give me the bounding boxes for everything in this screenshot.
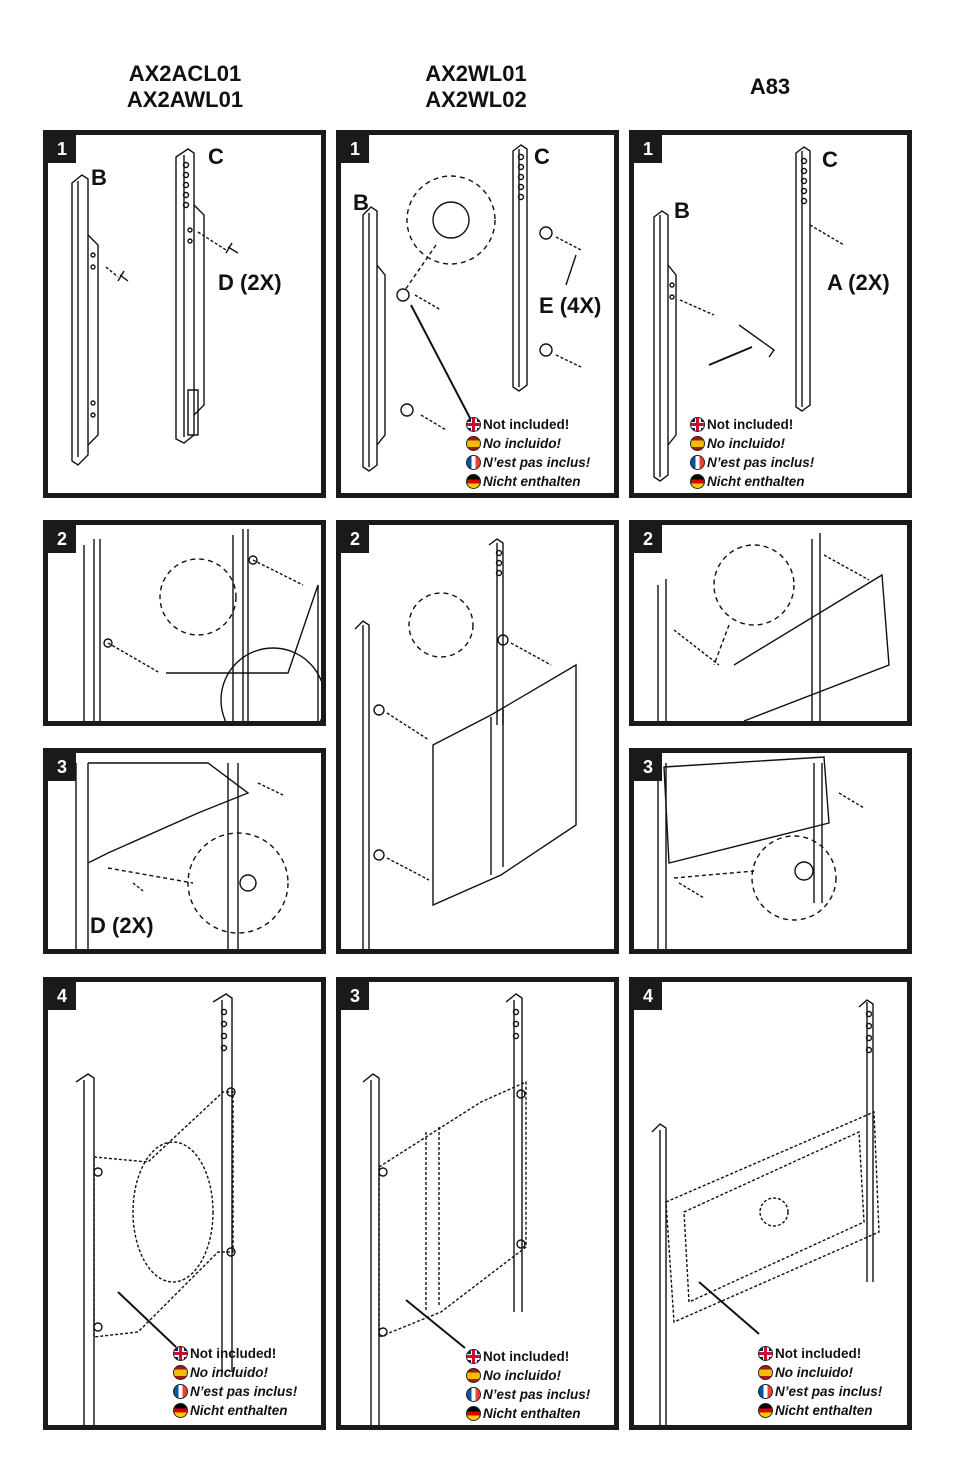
note-de: Nicht enthalten	[483, 1406, 581, 1421]
note-es: No incluido!	[483, 436, 561, 451]
panel-col1-step3: 3 D (2X)	[43, 748, 326, 954]
label-a-2x: A (2X)	[827, 270, 890, 295]
step-number: 2	[48, 525, 76, 553]
model-ax2wl02: AX2WL02	[425, 87, 527, 112]
note-es: No incluido!	[775, 1365, 853, 1380]
spain-flag-icon	[466, 1368, 481, 1383]
plate-attach-drawing	[354, 538, 577, 949]
model-ax2acl01: AX2ACL01	[128, 61, 242, 86]
panel-col1-step2: 2	[43, 520, 326, 726]
not-included-note: Not included! No incluido! N’est pas inc…	[173, 1344, 297, 1420]
note-de: Nicht enthalten	[483, 474, 581, 489]
spain-flag-icon	[173, 1365, 188, 1380]
step-number: 3	[48, 753, 76, 781]
label-c: C	[534, 144, 550, 169]
panel-col1-step4: 4 Not included! No incluido! N’est pas i…	[43, 977, 326, 1430]
screw-fasten-drawing	[75, 762, 289, 949]
uk-flag-icon	[690, 417, 705, 432]
note-es: No incluido!	[707, 436, 785, 451]
label-c: C	[822, 147, 838, 172]
screw-fasten-drawing	[657, 756, 865, 949]
bracket-assembly-drawing	[362, 144, 582, 472]
france-flag-icon	[466, 1387, 481, 1402]
germany-flag-icon	[173, 1403, 188, 1418]
germany-flag-icon	[466, 1406, 481, 1421]
note-en: Not included!	[483, 1349, 570, 1364]
not-included-note: Not included! No incluido! N’est pas inc…	[690, 415, 814, 491]
spain-flag-icon	[690, 436, 705, 451]
label-e-4x: E (4X)	[539, 293, 602, 318]
note-fr: N’est pas inclus!	[707, 455, 815, 470]
final-assembly-drawing	[651, 999, 880, 1425]
uk-flag-icon	[466, 417, 481, 432]
germany-flag-icon	[758, 1403, 773, 1418]
model-ax2wl01: AX2WL01	[425, 61, 527, 86]
label-b: B	[353, 190, 369, 215]
label-b: B	[91, 165, 107, 190]
step-number: 1	[48, 135, 76, 163]
label-c: C	[208, 144, 224, 169]
france-flag-icon	[758, 1384, 773, 1399]
panel-col2-step1: 1 B C E (4X) Not included! No incluido! …	[336, 130, 619, 498]
step-number: 1	[341, 135, 369, 163]
bracket-assembly-drawing	[653, 146, 845, 482]
step-number: 1	[634, 135, 662, 163]
note-de: Nicht enthalten	[707, 474, 805, 489]
header-col1: AX2ACL01 AX2AWL01	[105, 61, 265, 113]
label-d-2x: D (2X)	[218, 270, 282, 295]
france-flag-icon	[466, 455, 481, 470]
note-en: Not included!	[190, 1346, 277, 1361]
panel-col3-step3: 3	[629, 748, 912, 954]
germany-flag-icon	[690, 474, 705, 489]
not-included-note: Not included! No incluido! N’est pas inc…	[466, 1347, 590, 1423]
uk-flag-icon	[466, 1349, 481, 1364]
germany-flag-icon	[466, 474, 481, 489]
model-a83: A83	[749, 74, 791, 99]
step-number: 2	[634, 525, 662, 553]
note-en: Not included!	[483, 417, 570, 432]
uk-flag-icon	[758, 1346, 773, 1361]
label-b: B	[674, 198, 690, 223]
not-included-note: Not included! No incluido! N’est pas inc…	[466, 415, 590, 491]
france-flag-icon	[173, 1384, 188, 1399]
spain-flag-icon	[466, 436, 481, 451]
panel-col3-step2: 2	[629, 520, 912, 726]
plate-attach-drawing	[83, 529, 321, 721]
uk-flag-icon	[173, 1346, 188, 1361]
panel-col1-step1: 1 B C D (2X)	[43, 130, 326, 498]
step-number: 3	[341, 982, 369, 1010]
header-col3: A83	[700, 74, 840, 100]
plate-attach-drawing	[657, 533, 890, 721]
final-assembly-drawing	[75, 993, 236, 1425]
note-en: Not included!	[775, 1346, 862, 1361]
panel-col2-step2: 2	[336, 520, 619, 954]
final-assembly-drawing	[362, 993, 527, 1425]
france-flag-icon	[690, 455, 705, 470]
panel-col3-step4: 4 Not included! No incluido! N’est pas i…	[629, 977, 912, 1430]
note-fr: N’est pas inclus!	[775, 1384, 883, 1399]
not-included-note: Not included! No incluido! N’est pas inc…	[758, 1344, 882, 1420]
step-number: 4	[634, 982, 662, 1010]
step-number: 4	[48, 982, 76, 1010]
note-fr: N’est pas inclus!	[190, 1384, 298, 1399]
spain-flag-icon	[758, 1365, 773, 1380]
panel-col3-step1: 1 B C A (2X) Not included! No incluido! …	[629, 130, 912, 498]
label-d-2x: D (2X)	[90, 913, 154, 938]
note-fr: N’est pas inclus!	[483, 1387, 591, 1402]
note-de: Nicht enthalten	[190, 1403, 288, 1418]
note-en: Not included!	[707, 417, 794, 432]
note-fr: N’est pas inclus!	[483, 455, 591, 470]
note-de: Nicht enthalten	[775, 1403, 873, 1418]
step-number: 2	[341, 525, 369, 553]
header-col2: AX2WL01 AX2WL02	[396, 61, 556, 113]
note-es: No incluido!	[483, 1368, 561, 1383]
note-es: No incluido!	[190, 1365, 268, 1380]
step-number: 3	[634, 753, 662, 781]
bracket-assembly-drawing	[71, 148, 239, 466]
model-ax2awl01: AX2AWL01	[126, 87, 244, 112]
panel-col2-step3: 3 Not included! No incluido! N’est pas i…	[336, 977, 619, 1430]
